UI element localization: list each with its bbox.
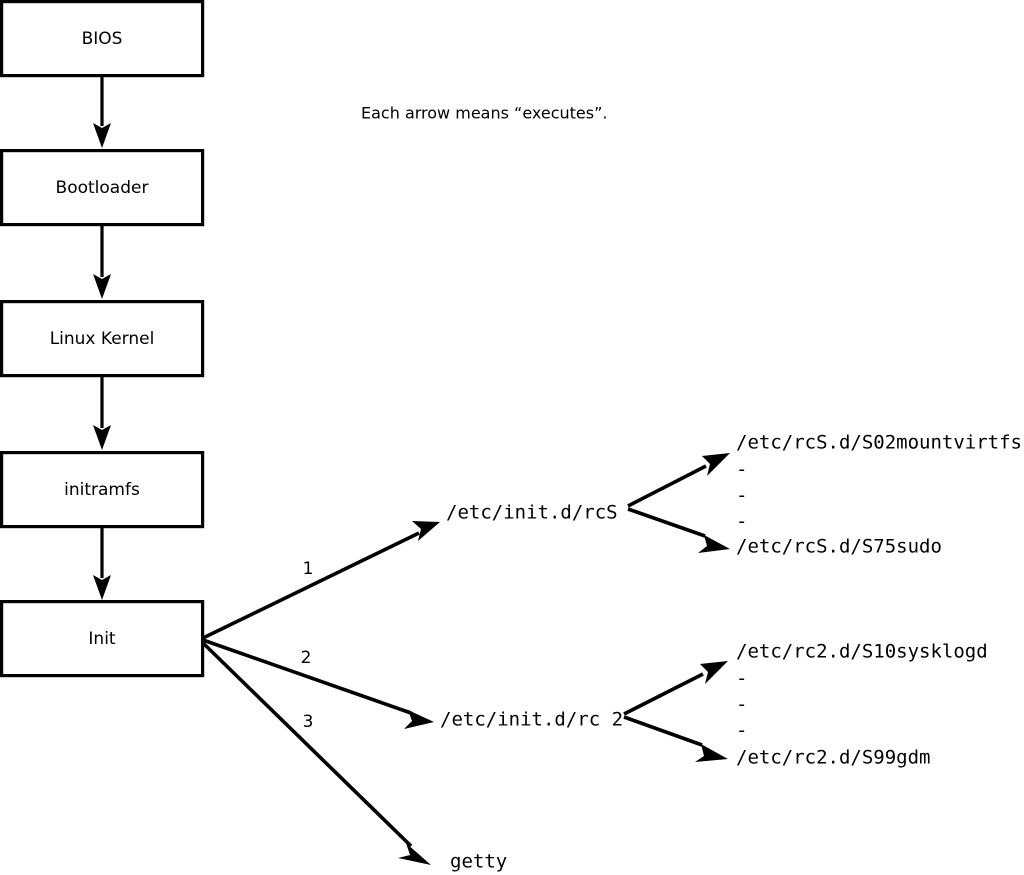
- rcS-ellipsis-dash-1: -: [736, 459, 747, 481]
- edge-initramfs-to-init: [93, 527, 111, 600]
- chain-edges: [93, 76, 111, 600]
- node-initramfs-label: initramfs: [64, 480, 140, 500]
- node-init: Init: [0, 599, 205, 678]
- edge-init-to-rc2: [202, 638, 434, 729]
- node-linux-kernel-label: Linux Kernel: [50, 329, 155, 349]
- rcS-script-last: /etc/rcS.d/S75sudo: [736, 536, 942, 558]
- edge-label-3: 3: [303, 712, 314, 732]
- edge-init-to-getty: [201, 641, 431, 865]
- edge-bios-to-bootloader: [93, 76, 111, 148]
- node-bios-label: BIOS: [82, 29, 123, 49]
- node-init-label: Init: [88, 629, 116, 649]
- rcS-fanout-edges: [627, 453, 730, 553]
- edge-bootloader-to-kernel: [93, 226, 111, 299]
- edge-rc2-to-first-script: [623, 661, 728, 716]
- edge-rc2-to-last-script: [623, 715, 728, 762]
- node-bootloader-label: Bootloader: [56, 178, 149, 198]
- node-bootloader: Bootloader: [0, 149, 205, 227]
- rcS-ellipsis-dash-3: -: [736, 511, 747, 533]
- legend-note: Each arrow means “executes”.: [361, 104, 607, 123]
- rc2-ellipsis-dash-2: -: [736, 694, 747, 716]
- edge-rcS-to-last-script: [627, 507, 730, 553]
- edge-label-1: 1: [303, 559, 314, 579]
- rc2-ellipsis-dash-3: -: [736, 720, 747, 742]
- edge-init-to-rcS: [202, 521, 440, 640]
- rc2-script-first: /etc/rc2.d/S10sysklogd: [736, 641, 988, 663]
- rcS-ellipsis-dash-2: -: [736, 485, 747, 507]
- rc2-ellipsis-dash-1: -: [736, 668, 747, 690]
- rcS-script-first: /etc/rcS.d/S02mountvirtfs: [736, 432, 1022, 454]
- node-rc2-label: /etc/init.d/rc 2: [440, 709, 623, 731]
- node-bios: BIOS: [0, 0, 205, 78]
- node-initramfs: initramfs: [0, 451, 205, 529]
- node-linux-kernel: Linux Kernel: [0, 300, 205, 378]
- edge-rcS-to-first-script: [627, 453, 730, 508]
- rc2-fanout-edges: [623, 661, 728, 762]
- edge-kernel-to-initramfs: [93, 377, 111, 450]
- node-rcS-label: /etc/init.d/rcS: [446, 502, 618, 524]
- rc2-script-last: /etc/rc2.d/S99gdm: [736, 747, 930, 769]
- init-fanout-edges: 1 2 3: [201, 521, 440, 865]
- node-getty-label: getty: [450, 851, 507, 873]
- edge-label-2: 2: [301, 648, 312, 668]
